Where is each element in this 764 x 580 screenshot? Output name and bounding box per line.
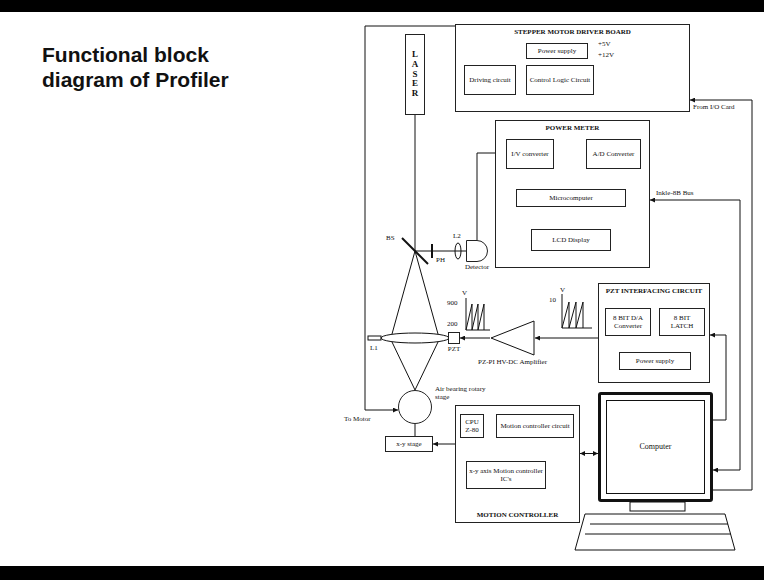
bottom-bar <box>0 566 764 580</box>
annotation-label: From I/O Card <box>693 103 735 111</box>
annotation-label: V <box>462 289 467 297</box>
node-heading: MOTION CONTROLLER <box>456 511 579 519</box>
box-label: 8 BIT LATCH <box>662 314 702 330</box>
annotation-label: 10 <box>549 296 556 304</box>
power-meter: POWER METER I/V converter A/D ConverterMic… <box>495 120 650 268</box>
box-label: x-y stage <box>396 440 421 448</box>
process-box: CPU Z-80 <box>460 414 484 438</box>
motion-controller: MOTION CONTROLLER CPU Z-80 Motion controll… <box>455 405 580 523</box>
amplifier-symbol <box>490 320 535 356</box>
box-label: Computer <box>640 443 672 451</box>
process-box: Control Logic Circuit <box>526 65 594 95</box>
connector <box>460 338 490 339</box>
box-label: Motion controller circuit <box>500 422 569 430</box>
box-label: x-y axis Motion controller IC's <box>469 467 543 483</box>
node-heading: POWER METER <box>496 121 649 132</box>
annotation-label: L1 <box>370 344 378 352</box>
connector <box>580 453 598 454</box>
box-label: Power supply <box>636 357 674 365</box>
interface-board: PZT INTERFACING CIRCUIT 8 BIT D/A Convert… <box>598 283 710 383</box>
box-label: Control Logic Circuit <box>530 76 591 84</box>
connector <box>365 26 455 410</box>
driver-board: STEPPER MOTOR DRIVER BOARD Power supplyDr… <box>455 24 690 112</box>
annotation-label: +12V <box>598 51 614 59</box>
box-label: LCD Display <box>552 236 590 244</box>
node-heading: PZ-PI HV-DC Amplifier <box>470 358 555 366</box>
annotation-label: BS <box>386 234 395 242</box>
node-heading: PZT <box>429 345 479 353</box>
process-box: Microcomputer <box>516 189 626 207</box>
box-label: 8 BIT D/A Converter <box>608 314 648 330</box>
node-heading: STEPPER MOTOR DRIVER BOARD <box>456 25 689 36</box>
connector <box>535 338 598 339</box>
annotation-label: To Motor <box>344 415 371 423</box>
box-label: CPU Z-80 <box>463 418 481 434</box>
top-bar <box>0 0 764 12</box>
amplifier-triangle: PZ-PI HV-DC Amplifier <box>490 320 535 356</box>
annotation-label: 200 <box>447 320 458 328</box>
annotation-label: +5V <box>598 40 611 48</box>
rotary-stage: Air bearing rotary stage <box>398 390 432 424</box>
annotation-label: V <box>560 286 565 294</box>
connector <box>433 444 455 445</box>
node-heading: PZT INTERFACING CIRCUIT <box>599 284 709 295</box>
process-box: Motion controller circuit <box>496 414 574 438</box>
process-box: 8 BIT LATCH <box>659 308 705 336</box>
process-box: Power supply <box>619 352 691 370</box>
connector <box>415 424 416 436</box>
annotation-label: PH <box>436 256 445 264</box>
slide-title: Functional block diagram of Profiler <box>42 42 257 92</box>
computer-monitor: Computer <box>598 392 713 502</box>
pzt-actuator: PZT <box>448 332 460 344</box>
process-box: I/V converter <box>506 139 554 169</box>
annotation-label: Inkle-8B Bus <box>656 189 694 197</box>
process-box: LCD Display <box>531 229 611 251</box>
process-box: Power supply <box>526 43 588 59</box>
process-box: 8 BIT D/A Converter <box>605 308 651 336</box>
process-box: x-y stage <box>385 436 433 452</box>
process-box: A/D Converter <box>586 139 641 169</box>
annotation-label: L2 <box>453 232 461 240</box>
node-heading: LASER <box>411 50 420 99</box>
laser-source: LASER <box>405 34 425 115</box>
node-heading: Air bearing rotary stage <box>435 385 487 401</box>
box-label: A/D Converter <box>593 150 635 158</box>
detector: Detector <box>466 240 488 262</box>
box-label: Power supply <box>538 47 576 55</box>
process-box: Driving circuit <box>464 65 516 95</box>
process-box: x-y axis Motion controller IC's <box>466 461 546 489</box>
box-label: Driving circuit <box>469 76 510 84</box>
annotation-label: 900 <box>447 299 458 307</box>
box-label: I/V converter <box>511 150 548 158</box>
box-label: Microcomputer <box>549 194 593 202</box>
